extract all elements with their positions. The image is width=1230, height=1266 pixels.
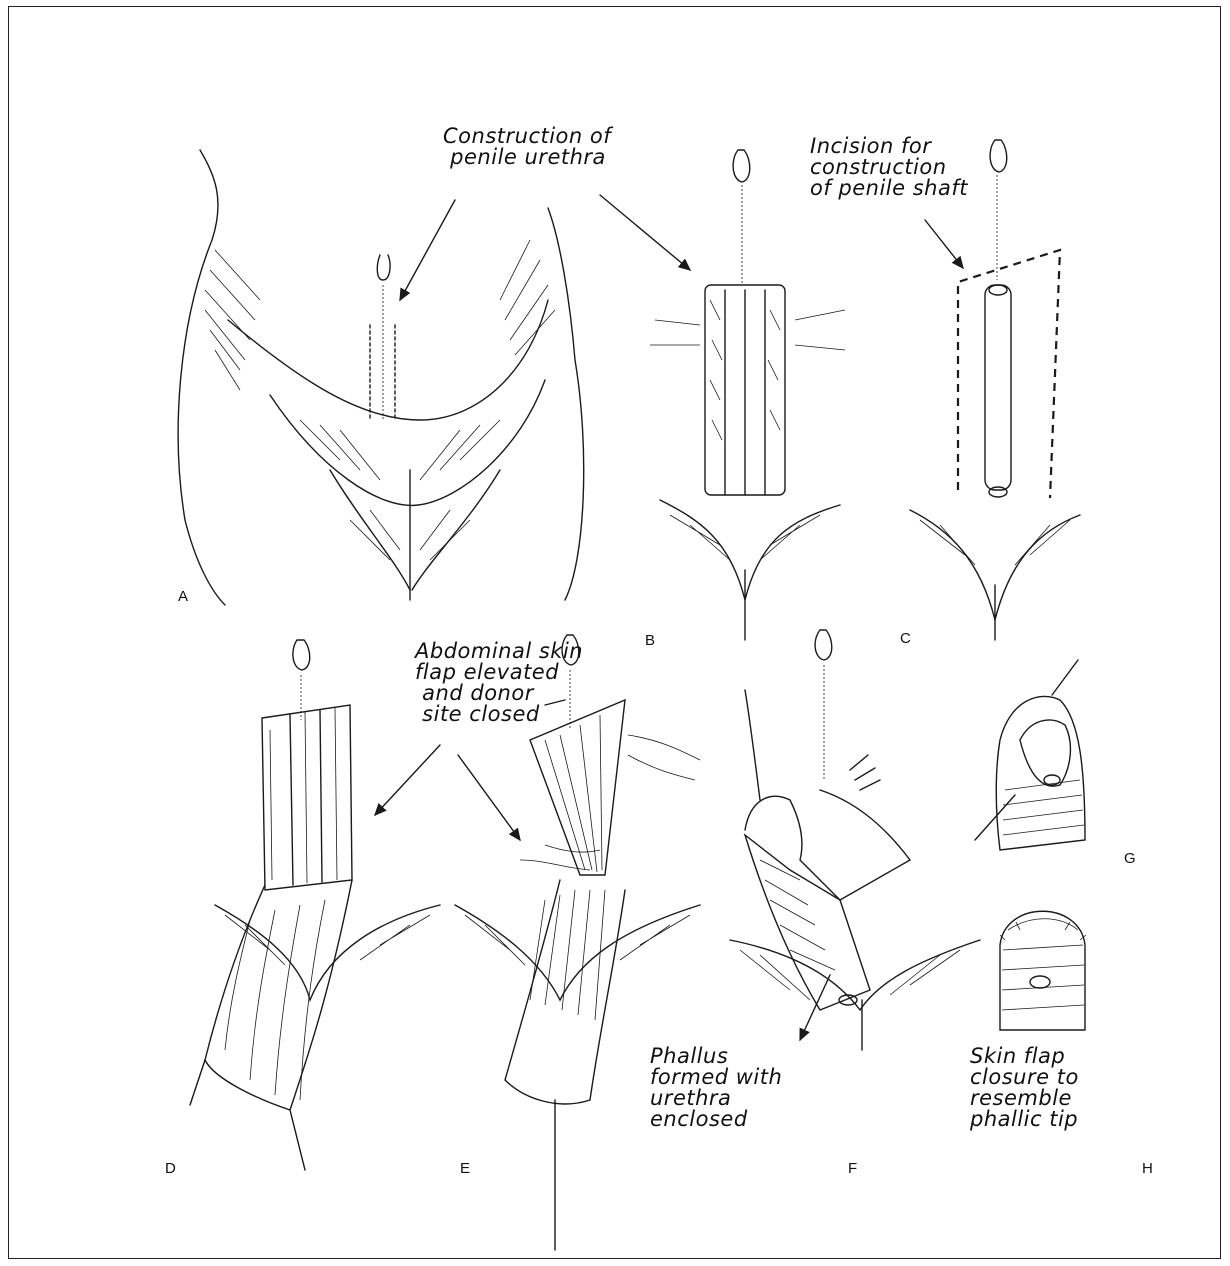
caption-abdominal-skin-flap: Abdominal skin flap elevated and donor s…	[415, 641, 583, 725]
panel-label-a: A	[178, 588, 188, 605]
panel-label-c: C	[900, 630, 911, 647]
panel-d-drawing	[190, 640, 440, 1170]
panel-label-g: G	[1124, 850, 1136, 867]
panel-h-drawing	[1000, 911, 1086, 1030]
arrow-to-panel-d	[375, 745, 440, 815]
panel-label-b: B	[645, 632, 655, 649]
arrow-to-panel-c	[925, 220, 963, 268]
panel-e-drawing	[455, 635, 700, 1250]
caption-incision-for-penile-shaft: Incision for construction of penile shaf…	[810, 136, 968, 199]
panel-label-d: D	[165, 1160, 176, 1177]
panel-g-drawing	[975, 660, 1085, 850]
caption-skin-flap-closure: Skin flap closure to resemble phallic ti…	[970, 1046, 1079, 1130]
panel-label-e: E	[460, 1160, 470, 1177]
arrow-to-panel-b	[600, 195, 690, 270]
arrow-to-panel-e	[458, 755, 520, 840]
panel-a-drawing	[178, 150, 584, 605]
panel-label-f: F	[848, 1160, 857, 1177]
arrow-to-panel-a	[400, 200, 455, 300]
caption-phallus-formed: Phallus formed with urethra enclosed	[650, 1046, 782, 1130]
panel-b-drawing	[650, 150, 845, 640]
panel-c-drawing	[910, 140, 1080, 640]
panel-f-drawing	[730, 630, 980, 1050]
caption-construction-of-penile-urethra: Construction of penile urethra	[443, 126, 611, 168]
panel-label-h: H	[1142, 1160, 1153, 1177]
